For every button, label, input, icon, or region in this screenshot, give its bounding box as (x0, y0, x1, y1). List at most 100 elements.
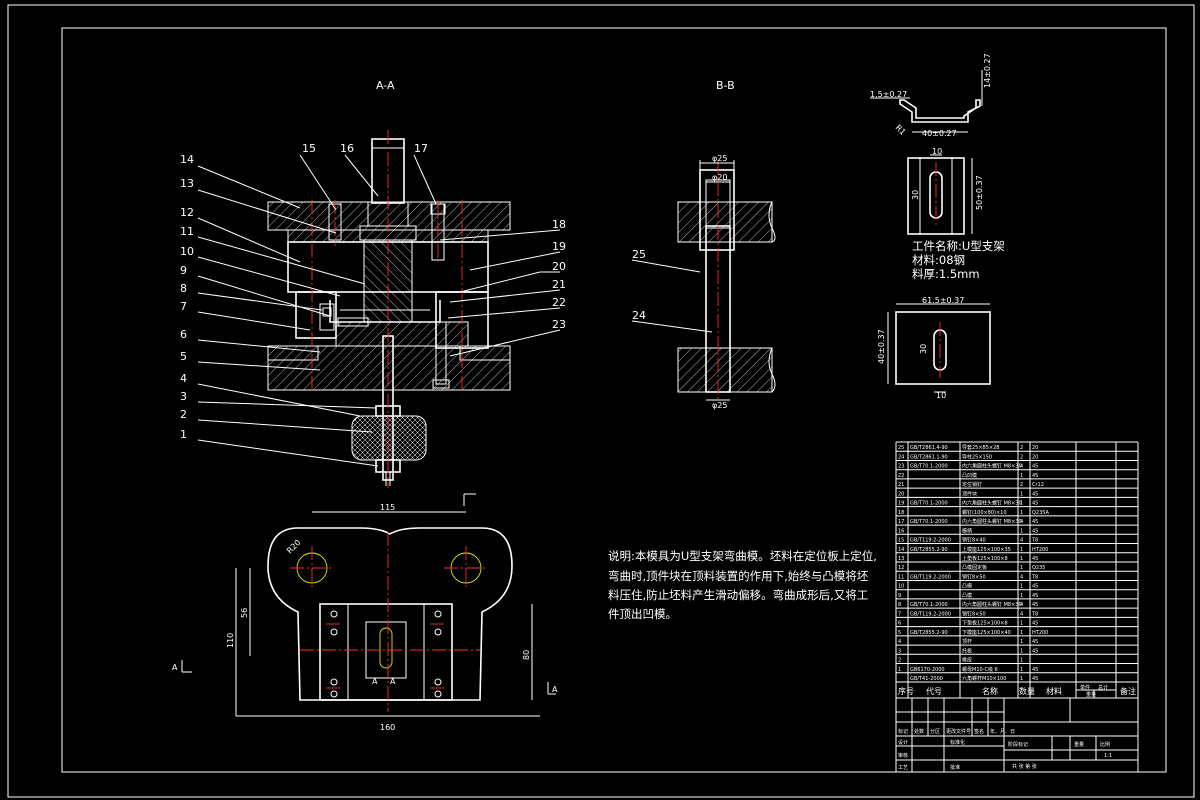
callout: 7 (180, 300, 187, 313)
tb-sheets: 共 张 第 张 (1012, 763, 1037, 770)
callout: 17 (414, 142, 428, 155)
section-bb-title: B-B (716, 79, 735, 92)
bom-cell-name: 销钉8×40 (962, 537, 986, 544)
bom-cell-code: GB/T41-2000 (910, 676, 943, 682)
dim: 30 (919, 344, 928, 354)
note-line: 件顶出凹模。 (608, 607, 677, 621)
bom-cell-no: 10 (898, 584, 904, 590)
bom-cell-material: 45 (1032, 464, 1038, 470)
bom-cell-no: 5 (898, 630, 901, 636)
inner-frame (61, 27, 1167, 773)
bom-cell-name: 托板 (962, 647, 972, 654)
bom-header: 材料 (1046, 686, 1062, 696)
bom-cell-material: 45 (1032, 473, 1038, 479)
bom-cell-name: 凸模 (962, 592, 972, 599)
lower-die-holder (267, 345, 511, 391)
bom-cell-name: 内六角圆柱头螺钉 M8×30 (962, 601, 1022, 608)
bom-cell-no: 22 (898, 473, 904, 479)
bom-cell-name: 六角螺杆M10×100 (962, 675, 1006, 682)
bom-header: 备注 (1120, 686, 1136, 696)
bom-cell-material: 20 (1032, 454, 1038, 460)
tb-label: 审核 (898, 752, 908, 759)
bom-cell-qty: 2 (1020, 454, 1023, 460)
bom-cell-qty: 4 (1020, 464, 1023, 470)
bom-cell-name: 销钉8×50 (962, 573, 986, 580)
bom-cell-material: HT200 (1032, 630, 1048, 636)
bom-cell-material: 45 (1032, 501, 1038, 507)
lower-spacer (295, 291, 337, 339)
bom-cell-qty: 4 (1020, 602, 1023, 608)
callout: 4 (180, 372, 187, 385)
bom-cell-qty: 4 (1020, 538, 1023, 544)
bom-cell-name: 上模座125×100×35 (962, 546, 1011, 553)
dim: 30 (911, 190, 920, 200)
bom-cell-qty: 1 (1020, 639, 1023, 645)
bom-cell-qty: 1 (1020, 565, 1023, 571)
part-material: 材料:08钢 (912, 253, 965, 267)
bom-cell-no: 19 (898, 501, 904, 507)
part-name: 工件名称:U型支架 (912, 239, 1005, 253)
bom-cell-no: 14 (898, 547, 904, 553)
bom-cell-code: GB/T2855.2-90 (910, 547, 948, 553)
bom-cell-qty: 4 (1020, 611, 1023, 617)
callout: 16 (340, 142, 354, 155)
bom-cell-material: 45 (1032, 556, 1038, 562)
bom-cell-code: GB/T119.2-2000 (910, 611, 951, 617)
callout: 20 (552, 260, 566, 273)
section-mark: A (552, 685, 558, 694)
upper-die-holder (267, 201, 511, 231)
dim: 110 (226, 633, 235, 648)
dim: R20 (285, 538, 303, 556)
bom-header: 数量 (1019, 686, 1035, 696)
bom-cell-material: 45 (1032, 584, 1038, 590)
dim: φ20 (712, 173, 727, 182)
explanation-note: 说明:本模具为U型支架弯曲模。坯料在定位板上定位, 弯曲时,顶件块在顶料装置的作… (608, 549, 877, 621)
bom-cell-no: 7 (898, 611, 901, 617)
bom-cell-material: Q235 (1032, 565, 1045, 571)
bom-header: 序号 (898, 686, 914, 696)
bom-cell-qty: 1 (1020, 621, 1023, 627)
bom-cell-no: 15 (898, 538, 904, 544)
part-thickness: 料厚:1.5mm (912, 267, 980, 281)
callout: 18 (552, 218, 566, 231)
dim: 14±0.27 (983, 53, 992, 88)
callout: 8 (180, 282, 187, 295)
bom-cell-no: 25 (898, 445, 904, 451)
bom-cell-qty: 1 (1020, 547, 1023, 553)
bom-cell-no: 20 (898, 491, 904, 497)
callout: 14 (180, 153, 194, 166)
bom-cell-name: 橡皮 (962, 657, 972, 664)
dim: R1 (894, 123, 908, 137)
bom-cell-qty: 1 (1020, 556, 1023, 562)
tb-label: 设计 (898, 739, 908, 746)
bom-cell-qty: 1 (1020, 501, 1023, 507)
tb-label: 批准 (950, 764, 960, 771)
dim: 160 (380, 723, 395, 732)
tb-label: 年、月、日 (990, 728, 1015, 735)
bom-cell-no: 2 (898, 658, 901, 664)
bom-cell-material: 45 (1032, 602, 1038, 608)
tb-scale-val: 1:1 (1104, 753, 1112, 759)
bom-cell-no: 3 (898, 648, 901, 654)
dim: 56 (240, 608, 249, 618)
bom-cell-name: 下垫板125×100×8 (962, 620, 1008, 627)
bom-header: 单件 (1080, 684, 1090, 691)
bom-cell-no: 16 (898, 528, 904, 534)
bom-cell-qty: 1 (1020, 630, 1023, 636)
bom-cell-name: 内六角圆柱头螺钉 M8×30 (962, 463, 1022, 470)
callout: 23 (552, 318, 566, 331)
bom-cell-name: 内六角圆柱头螺钉 M8×30 (962, 500, 1022, 507)
callout: 11 (180, 225, 194, 238)
dim: 40±0.27 (922, 129, 957, 138)
callout: 10 (180, 245, 194, 258)
bom-cell-code: GB/T70.1-2000 (910, 519, 948, 525)
note-line: 说明:本模具为U型支架弯曲模。坯料在定位板上定位, (608, 549, 877, 563)
bom-cell-name: 导套25×85×28 (962, 444, 999, 451)
bom-cell-qty: 1 (1020, 584, 1023, 590)
section-aa-title: A-A (376, 79, 395, 92)
bom-cell-no: 9 (898, 593, 901, 599)
bom-cell-qty: 1 (1020, 491, 1023, 497)
bom-cell-code: GB/T70.1-2000 (910, 501, 948, 507)
bom-cell-material: T8 (1031, 611, 1038, 617)
bom-cell-material: 45 (1032, 667, 1038, 673)
